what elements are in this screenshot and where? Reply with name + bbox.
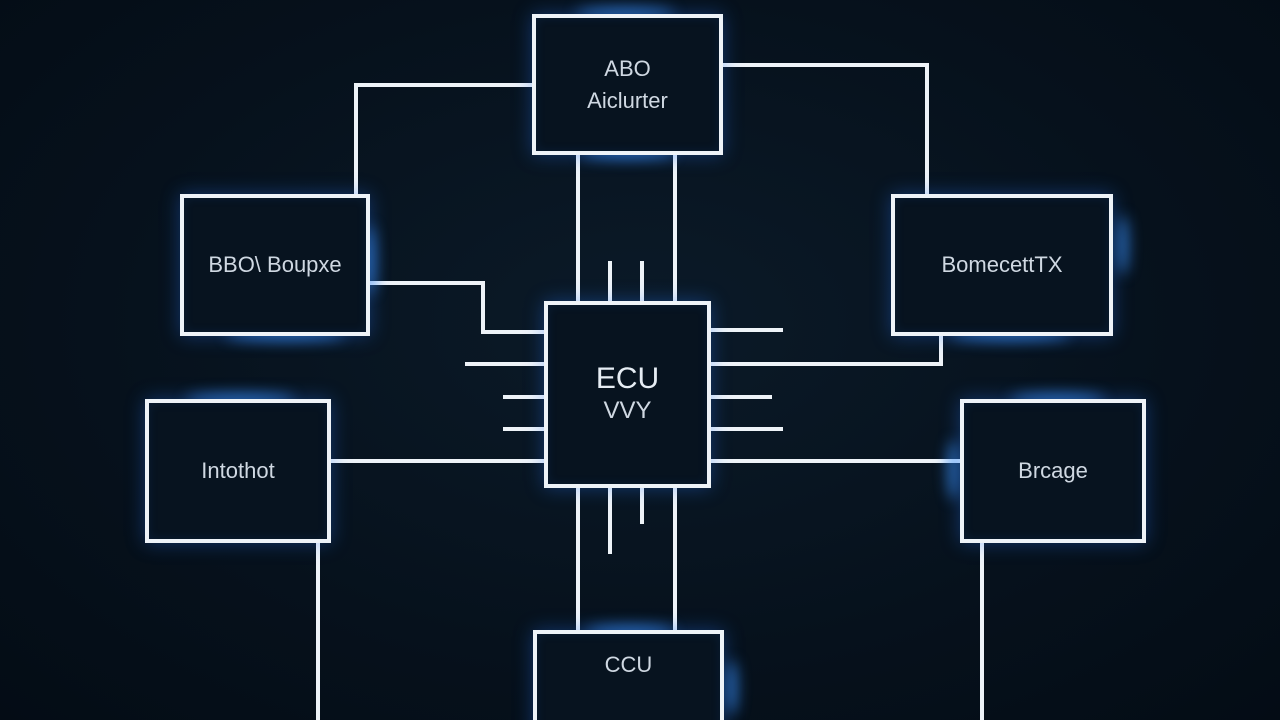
node-left-lower: Intothot bbox=[145, 399, 331, 543]
glow-right-upper-right bbox=[1118, 215, 1128, 275]
node-left-upper: BBO\ Boupxe bbox=[180, 194, 370, 336]
node-center-ecu: ECU VVY bbox=[544, 301, 711, 488]
node-top-label-1: ABO bbox=[604, 55, 651, 81]
node-left-lower-label: Intothot bbox=[201, 458, 275, 483]
node-center-label-1: ECU bbox=[595, 361, 660, 395]
node-right-upper: BomecettTX bbox=[891, 194, 1113, 336]
wire-left-upper-center bbox=[367, 281, 547, 334]
node-top: ABO Aiclurter bbox=[532, 14, 723, 155]
wire-right-upper-center bbox=[708, 331, 943, 366]
wire-top-left-upper bbox=[354, 83, 534, 197]
node-bottom: CCU bbox=[533, 630, 724, 720]
wire-top-right-upper bbox=[720, 63, 929, 197]
glow-left-upper-right bbox=[365, 225, 375, 295]
node-right-upper-label: BomecettTX bbox=[941, 252, 1063, 277]
node-center-label-2: VVY bbox=[603, 396, 652, 424]
node-bottom-label: CCU bbox=[604, 652, 653, 677]
node-top-label-2: Aiclurter bbox=[587, 87, 668, 113]
glow-bottom-node-right bbox=[727, 660, 737, 715]
node-left-upper-label: BBO\ Boupxe bbox=[208, 252, 342, 277]
node-right-lower: Brcage bbox=[960, 399, 1146, 543]
node-right-lower-label: Brcage bbox=[1018, 458, 1088, 483]
glow-top-node-top bbox=[575, 8, 675, 18]
glow-right-lower-left bbox=[948, 440, 958, 500]
